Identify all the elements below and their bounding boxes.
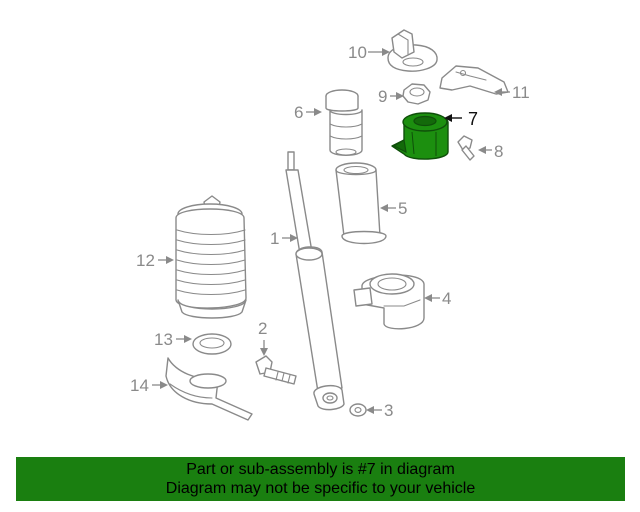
callout-7: 7	[444, 109, 478, 129]
svg-text:4: 4	[442, 289, 451, 308]
callout-13: 13	[154, 330, 192, 349]
part-9-nut[interactable]	[402, 83, 431, 105]
parts-diagram: 10 11 9 7 8	[130, 29, 530, 421]
callout-10: 10	[348, 43, 390, 62]
banner-line-2: Diagram may not be specific to your vehi…	[165, 480, 476, 497]
banner-line-1: Part or sub-assembly is #7 in diagram	[186, 461, 455, 478]
svg-text:13: 13	[154, 330, 173, 349]
part-4-spring-seat[interactable]	[353, 273, 425, 330]
callout-3: 3	[366, 401, 393, 420]
svg-text:14: 14	[130, 376, 149, 395]
part-3-washer[interactable]	[349, 403, 367, 417]
svg-text:12: 12	[136, 251, 155, 270]
callout-9: 9	[378, 87, 404, 106]
callout-5: 5	[380, 199, 407, 218]
callout-8: 8	[478, 142, 503, 161]
part-5-dust-boot[interactable]	[335, 162, 387, 245]
callout-6: 6	[294, 103, 322, 122]
callout-2: 2	[258, 319, 268, 356]
svg-text:5: 5	[398, 199, 407, 218]
part-11-bracket[interactable]	[439, 65, 509, 95]
part-1-shock-absorber[interactable]	[285, 151, 345, 411]
svg-text:1: 1	[270, 229, 279, 248]
svg-text:6: 6	[294, 103, 303, 122]
part-2-bolt[interactable]	[255, 355, 297, 385]
part-12-air-spring[interactable]	[175, 195, 247, 319]
callout-4: 4	[424, 289, 451, 308]
svg-text:11: 11	[512, 83, 530, 102]
part-13-ring[interactable]	[192, 333, 232, 355]
svg-text:7: 7	[468, 109, 478, 129]
callout-1: 1	[270, 229, 298, 248]
info-banner: Part or sub-assembly is #7 in diagram Di…	[16, 457, 625, 501]
svg-text:10: 10	[348, 43, 367, 62]
exploded-view-svg: 10 11 9 7 8	[130, 29, 530, 421]
svg-text:8: 8	[494, 142, 503, 161]
svg-text:2: 2	[258, 319, 267, 338]
callout-12: 12	[136, 251, 174, 270]
callout-11: 11	[494, 83, 530, 102]
svg-text:3: 3	[384, 401, 393, 420]
part-14-shield[interactable]	[165, 357, 253, 421]
part-7-highlighted-mount[interactable]	[391, 112, 449, 160]
part-10-upper-mount[interactable]	[387, 29, 438, 72]
part-8-bolt[interactable]	[457, 135, 475, 161]
svg-text:9: 9	[378, 87, 387, 106]
callout-14: 14	[130, 376, 168, 395]
part-6-bump-stop[interactable]	[325, 89, 363, 156]
